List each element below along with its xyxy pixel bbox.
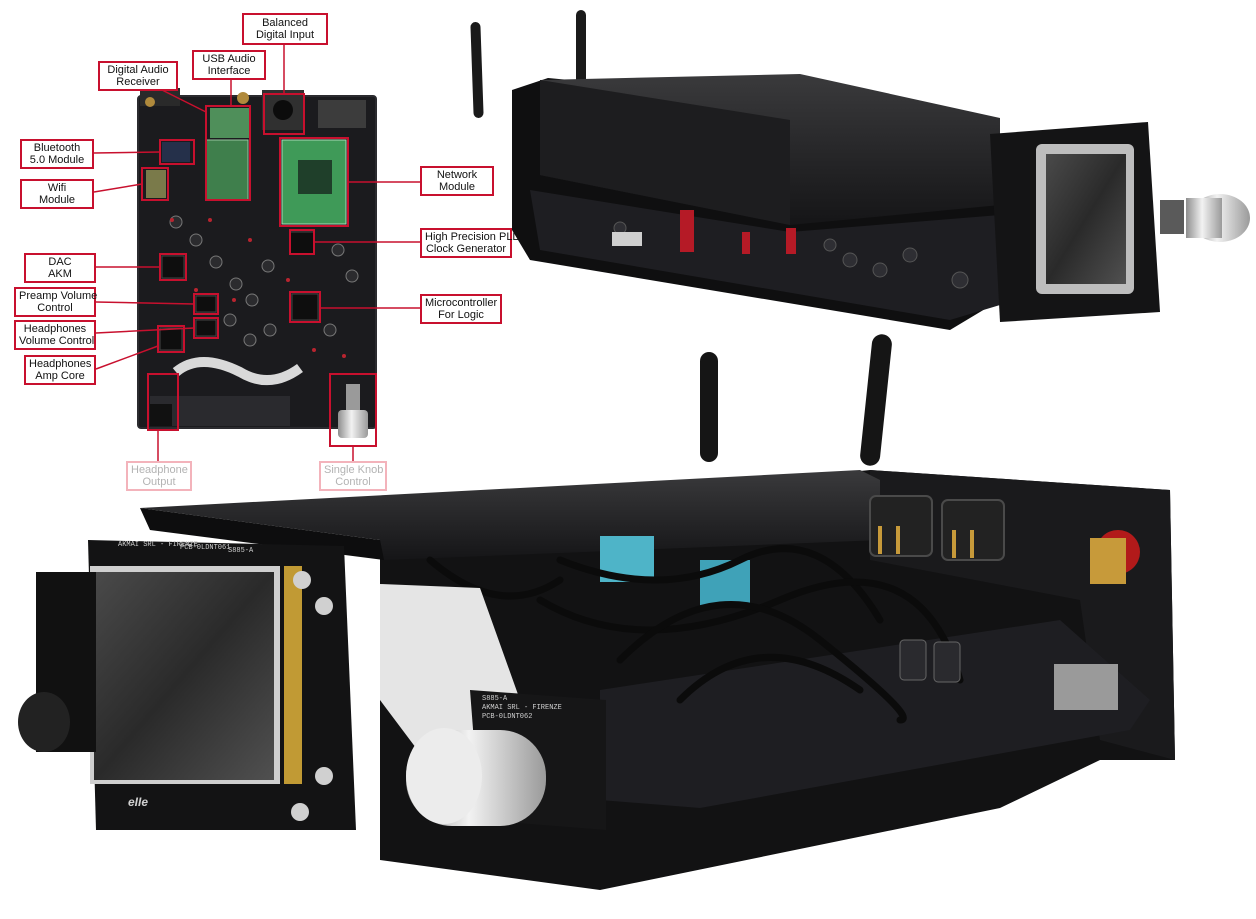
callout-line: Microcontroller: [425, 297, 498, 309]
callout-preamp-volume: Preamp Volume Control: [14, 287, 98, 317]
callout-headphones-amp: Headphones Amp Core: [24, 355, 96, 385]
callout-line: Headphones: [23, 323, 87, 335]
brand-logo: eIIe: [128, 795, 148, 809]
callout-line: Volume Control: [19, 335, 95, 347]
callout-pll-clock: High Precision PLL Clock Generator: [420, 228, 519, 258]
silkscreen-knob-board-1: S885-A: [482, 695, 508, 703]
callout-line: 5.0 Module: [29, 154, 85, 166]
callout-digital-audio-receiver: Digital Audio Receiver: [98, 61, 178, 91]
callout-usb-audio-interface: USB Audio Interface: [192, 50, 266, 80]
callout-balanced-digital-input: Balanced Digital Input: [242, 13, 328, 45]
callout-line: Network: [436, 169, 478, 181]
callout-line: Single Knob: [324, 464, 384, 476]
callout-line: Control: [335, 476, 371, 488]
callout-line: Interface: [207, 65, 251, 77]
silkscreen-top-id: S885-A: [228, 547, 254, 555]
highlight-usb-interface: [205, 105, 251, 201]
callout-dac-akm: DAC AKM: [24, 253, 96, 283]
callout-bluetooth-module: Bluetooth 5.0 Module: [20, 139, 94, 169]
silkscreen-knob-board-2: AKMAI SRL - FIRENZE: [482, 704, 562, 712]
callout-single-knob: Single Knob Control: [319, 461, 387, 491]
callout-line: For Logic: [438, 309, 484, 321]
highlight-microcontroller: [289, 291, 321, 323]
callout-line: Headphone: [131, 464, 188, 476]
callout-line: Receiver: [116, 76, 160, 88]
callout-wifi-module: Wifi Module: [20, 179, 94, 209]
silkscreen-top-code: PCB-0LDNT061: [180, 544, 230, 552]
callout-line: Digital Audio: [107, 64, 169, 76]
callout-line: Preamp Volume: [19, 290, 98, 302]
callout-line: Bluetooth: [33, 142, 81, 154]
callout-headphone-output: Headphone Output: [126, 461, 192, 491]
callout-line: Headphones: [29, 358, 92, 370]
callout-line: Control: [37, 302, 73, 314]
callout-line: Digital Input: [255, 29, 315, 41]
callout-line: Module: [38, 194, 76, 206]
silkscreen-top-left: AKMAI SRL - FIRENZE: [118, 541, 198, 549]
callout-line: Output: [142, 476, 176, 488]
highlight-headphone-output: [147, 373, 179, 431]
callout-line: Balanced: [262, 17, 308, 29]
callout-headphones-volume: Headphones Volume Control: [14, 320, 96, 350]
callout-network-module: Network Module: [420, 166, 494, 196]
callout-line: USB Audio: [202, 53, 256, 65]
callout-line: AKM: [48, 268, 72, 280]
callout-line: Wifi: [47, 182, 67, 194]
callout-line: Clock Generator: [425, 243, 507, 255]
device-open-chassis-photo: [18, 334, 1175, 890]
callout-microcontroller: Microcontroller For Logic: [420, 294, 502, 324]
callout-line: High Precision PLL: [425, 231, 519, 243]
callout-line: Amp Core: [35, 370, 85, 382]
callout-line: DAC: [48, 256, 72, 268]
highlight-amp-core: [157, 325, 185, 353]
silkscreen-knob-board-3: PCB-0LDNT062: [482, 713, 532, 721]
device-angled-photo: [470, 10, 1250, 330]
callout-line: Module: [438, 181, 476, 193]
